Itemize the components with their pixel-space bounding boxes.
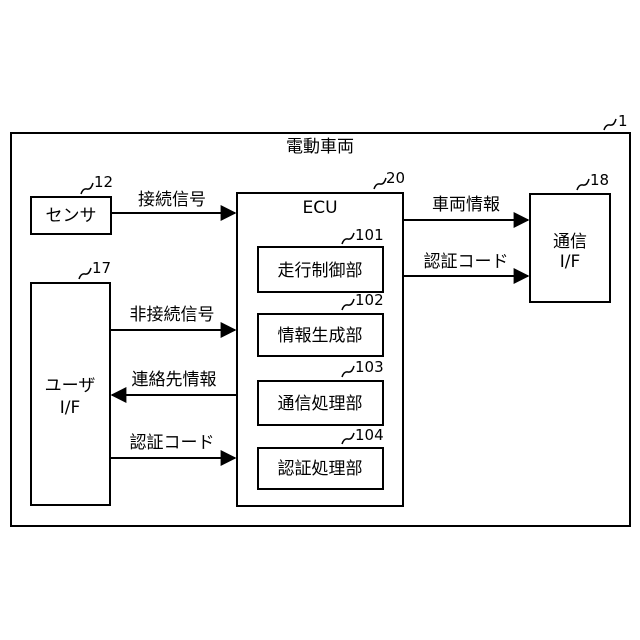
ecu-label: ECU bbox=[302, 198, 337, 218]
sensor-label: センサ bbox=[46, 206, 97, 226]
disconnection-signal-label: 非接続信号 bbox=[130, 305, 215, 325]
ref-number-104: 104 bbox=[355, 426, 384, 444]
ref-number-1: 1 bbox=[618, 112, 628, 130]
auth-code-output-label: 認証コード bbox=[424, 252, 509, 272]
comm-processing-label: 通信処理部 bbox=[278, 394, 363, 414]
user-if-label-line2: I/F bbox=[60, 398, 81, 418]
ref-number-17: 17 bbox=[92, 259, 111, 277]
comm-if-label-line2: I/F bbox=[560, 252, 581, 272]
ref-number-101: 101 bbox=[355, 226, 384, 244]
auth-code-input-label: 認証コード bbox=[130, 433, 215, 453]
vehicle-info-label: 車両情報 bbox=[432, 195, 500, 215]
ref-number-18: 18 bbox=[590, 171, 609, 189]
driving-control-label: 走行制御部 bbox=[278, 261, 363, 281]
ref-number-103: 103 bbox=[355, 358, 384, 376]
contact-info-label: 連絡先情報 bbox=[132, 370, 217, 390]
ref-number-20: 20 bbox=[386, 169, 405, 187]
connection-signal-label: 接続信号 bbox=[138, 190, 206, 210]
auth-processing-label: 認証処理部 bbox=[278, 459, 363, 479]
comm-if-label-line1: 通信 bbox=[553, 232, 587, 252]
ref-leader-1 bbox=[604, 119, 616, 130]
ref-number-102: 102 bbox=[355, 291, 384, 309]
vehicle-title: 電動車両 bbox=[286, 137, 354, 157]
info-generation-label: 情報生成部 bbox=[278, 326, 363, 346]
ref-number-12: 12 bbox=[94, 173, 113, 191]
user-if-label-line1: ユーザ bbox=[45, 376, 96, 396]
